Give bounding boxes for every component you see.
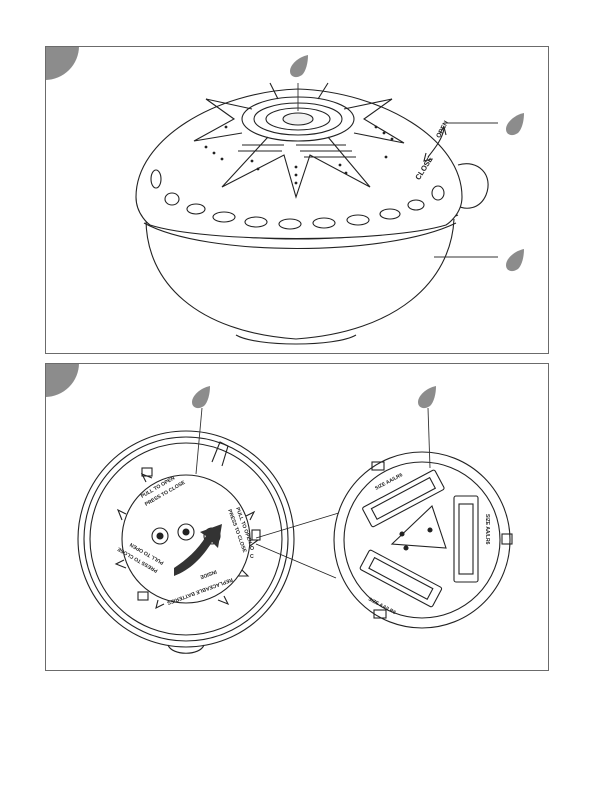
drop-marker-icon <box>506 249 524 271</box>
drop-marker-icon <box>192 386 210 408</box>
figure-panel-1: OPEN CLOSE <box>45 46 549 354</box>
cover-tab-right <box>252 530 260 540</box>
cover-open-mark: O <box>250 546 254 552</box>
callout-lid <box>444 113 524 135</box>
drop-marker-icon <box>506 113 524 135</box>
lid-dome <box>136 89 462 239</box>
cover-close-mark: C <box>250 554 254 560</box>
lid-knob <box>283 113 313 125</box>
figure-panel-2: PULL TO OPEN PRESS TO CLOSE PULL TO OPEN… <box>45 363 549 671</box>
drop-marker-icon <box>290 55 308 77</box>
underside-latch <box>212 442 228 466</box>
lantern-closed-diagram: OPEN CLOSE <box>46 47 549 354</box>
callout-cover <box>192 386 210 474</box>
cover-tab-bottom <box>138 592 148 600</box>
zoom-connector <box>256 512 342 578</box>
drop-marker-icon <box>418 386 436 408</box>
battery-2-label: SIZE AA/LR6 <box>484 514 490 545</box>
battery-diagram: PULL TO OPEN PRESS TO CLOSE PULL TO OPEN… <box>46 364 549 671</box>
lid-open-label: OPEN <box>435 120 450 140</box>
